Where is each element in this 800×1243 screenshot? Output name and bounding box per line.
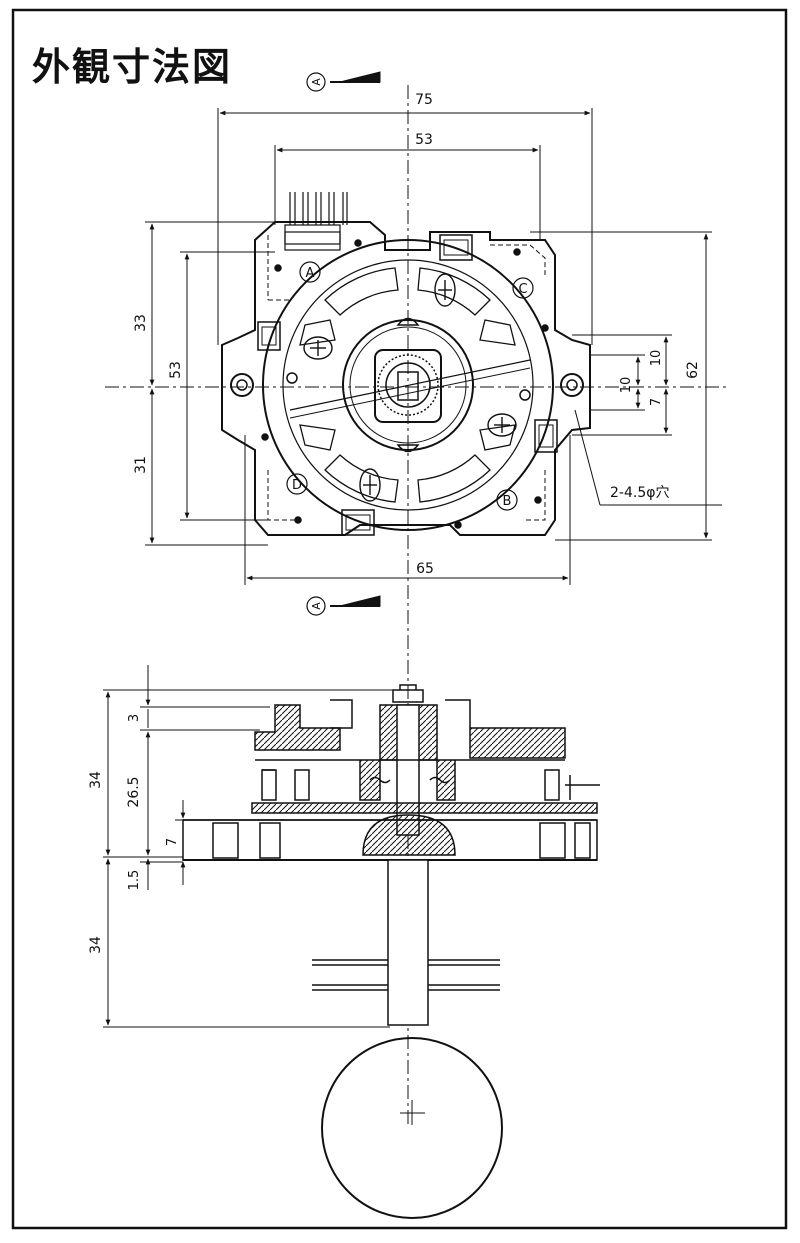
dim-10a-label: 10 xyxy=(649,350,664,367)
connector xyxy=(284,192,348,251)
plus-markers xyxy=(303,273,517,502)
quadrant-d-label: D xyxy=(292,478,302,493)
shaft-top xyxy=(397,371,419,401)
quadrant-c-label: C xyxy=(518,282,527,297)
side-dimensions xyxy=(103,665,405,1028)
page-title: 外観寸法図 xyxy=(32,45,233,89)
dim-33-label: 33 xyxy=(133,314,149,332)
hole-note-label: 2-4.5φ穴 xyxy=(610,485,669,501)
dim-34-top-label: 34 xyxy=(88,771,104,789)
dim-65-label: 65 xyxy=(416,561,434,577)
dim-3-label: 3 xyxy=(127,714,142,722)
mount-hole-right xyxy=(560,373,584,397)
quadrant-circle-c xyxy=(512,277,534,299)
section-marker-bottom-label: A xyxy=(310,602,323,610)
mount-hole-left xyxy=(230,373,254,397)
quadrant-circle-d xyxy=(286,473,308,495)
quadrant-b-label: B xyxy=(503,494,512,509)
gate-slots xyxy=(299,267,516,503)
quadrant-circle-b xyxy=(496,489,518,511)
actuator-ring xyxy=(342,319,474,451)
section-arrow-top xyxy=(306,71,381,92)
inner-dashed-outline xyxy=(267,235,546,521)
dim-7-side-label: 7 xyxy=(165,838,180,846)
dim-62-label: 62 xyxy=(685,361,701,379)
top-dimensions xyxy=(145,108,722,585)
dim-26-5-label: 26.5 xyxy=(126,776,142,807)
dim-53-width-label: 53 xyxy=(415,132,433,148)
quadrant-a-label: A xyxy=(306,266,315,281)
dim-53-height-label: 53 xyxy=(168,361,184,379)
base-plate-outline xyxy=(221,221,591,536)
dim-34-bottom-label: 34 xyxy=(88,936,104,954)
dim-31-label: 31 xyxy=(133,456,149,474)
gate-disk xyxy=(262,239,554,531)
dim-10b-label: 10 xyxy=(619,377,634,394)
dim-1-5-label: 1.5 xyxy=(127,870,142,891)
dim-7-label: 7 xyxy=(649,398,664,406)
side-view xyxy=(182,684,600,1219)
section-marker-top-label: A xyxy=(310,78,323,86)
dim-75-label: 75 xyxy=(415,92,433,108)
ball-top xyxy=(321,1037,503,1219)
section-arrow-bottom xyxy=(306,595,381,616)
quadrant-circle-a xyxy=(299,261,321,283)
top-view xyxy=(105,85,730,1125)
actuator-square xyxy=(374,349,442,423)
sheet-frame xyxy=(11,8,788,1230)
